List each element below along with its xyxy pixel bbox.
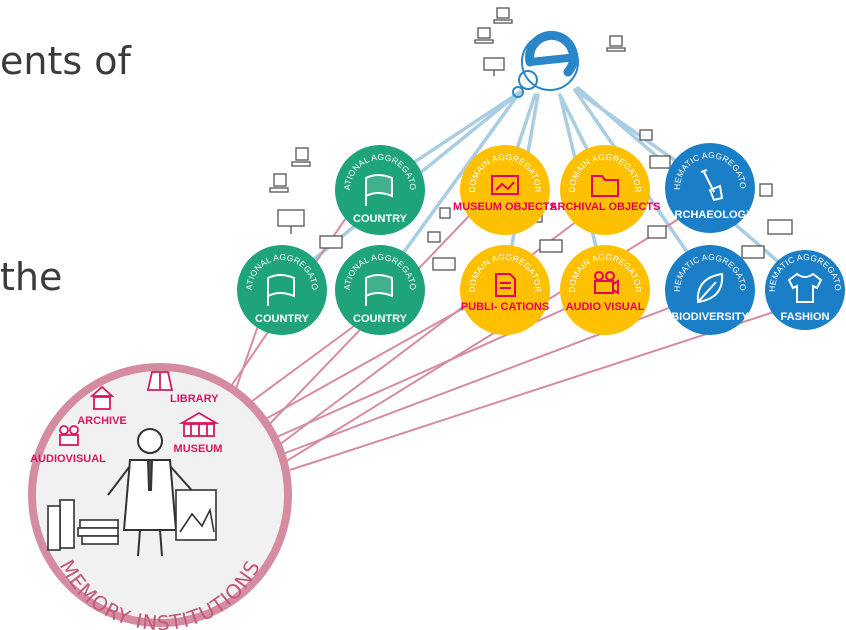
shovel-icon: [700, 169, 724, 202]
aggregator-national-2[interactable]: NATIONAL AGGREGATOR COUNTRY: [237, 245, 327, 335]
video-camera-icon: [594, 271, 619, 295]
aggregator-thematic-3[interactable]: THEMATIC AGGREGATOR FASHION: [765, 250, 845, 330]
library-icon: [146, 371, 174, 391]
shirt-icon: [787, 272, 823, 303]
aggregator-label: COUNTRY: [255, 313, 310, 325]
library-label: LIBRARY: [170, 393, 219, 405]
memory-institutions: MEMORY INSTITUTIONS ARCHIVE LIBRARY AUDI…: [28, 363, 292, 630]
museum-icon: [178, 411, 220, 437]
computer-icon: [647, 225, 667, 239]
computer-icon: [639, 129, 653, 141]
computer-icon: [539, 239, 563, 253]
aggregator-label: AUDIO VISUAL: [566, 301, 645, 313]
computer-icon: [649, 155, 671, 169]
aggregator-domain-4[interactable]: DOMAIN AGGREGATOR AUDIO VISUAL: [560, 245, 650, 335]
computer-icon: [493, 7, 513, 24]
museum-label: MUSEUM: [174, 443, 223, 455]
computer-icon: [483, 57, 505, 76]
computer-icon: [291, 147, 311, 167]
aggregator-label: COUNTRY: [353, 213, 408, 225]
aggregator-domain-2[interactable]: DOMAIN AGGREGATOR ARCHIVAL OBJECTS: [550, 145, 661, 235]
computer-icon: [427, 231, 441, 243]
aggregator-label: BIODIVERSITY: [671, 311, 749, 323]
audiovisual-icon: [59, 425, 79, 446]
archive-label: ARCHIVE: [77, 415, 127, 427]
aggregator-national-1[interactable]: NATIONAL AGGREGATOR COUNTRY: [335, 145, 425, 235]
computer-icons: [269, 7, 793, 271]
picture-frame-icon: [175, 489, 217, 541]
computer-icon: [319, 235, 343, 249]
aggregator-domain-3[interactable]: DOMAIN AGGREGATOR PUBLI- CATIONS: [460, 245, 550, 335]
books-icon: [47, 499, 119, 551]
flag-icon: [267, 274, 295, 306]
computer-icon: [277, 209, 305, 234]
folder-icon: [591, 175, 619, 197]
aggregator-thematic-1[interactable]: THEMATIC AGGREGATOR ARCHAEOLOGY: [665, 143, 755, 233]
aggregator-label: ARCHAEOLOGY: [667, 209, 754, 221]
leaf-icon: [696, 272, 724, 304]
flag-icon: [365, 174, 393, 206]
aggregator-national-3[interactable]: NATIONAL AGGREGATOR COUNTRY: [335, 245, 425, 335]
computer-icon: [439, 207, 451, 219]
picture-icon: [491, 175, 519, 195]
computer-icon: [767, 219, 793, 235]
aggregator-label: PUBLI- CATIONS: [461, 301, 549, 313]
archive-icon: [89, 385, 115, 410]
computer-icon: [759, 183, 773, 197]
aggregator-domain-1[interactable]: DOMAIN AGGREGATOR MUSEUM OBJECTS: [453, 145, 557, 235]
computer-icon: [432, 257, 456, 271]
computer-icon: [741, 245, 765, 259]
document-icon: [495, 273, 516, 297]
aggregator-label: MUSEUM OBJECTS: [453, 201, 557, 213]
text-fragment-2: the: [0, 255, 63, 299]
audiovisual-label: AUDIOVISUAL: [30, 453, 106, 465]
aggregator-thematic-2[interactable]: THEMATIC AGGREGATOR BIODIVERSITY: [665, 245, 755, 335]
computer-icon: [269, 173, 289, 193]
text-fragment-1: ents of: [0, 39, 131, 83]
aggregator-label: COUNTRY: [353, 313, 408, 325]
computer-icon: [474, 27, 494, 44]
flag-icon: [365, 274, 393, 306]
aggregator-label: FASHION: [781, 311, 830, 323]
aggregator-label: ARCHIVAL OBJECTS: [550, 201, 661, 213]
computer-icon: [606, 35, 626, 52]
hub-logo: e: [512, 30, 579, 98]
